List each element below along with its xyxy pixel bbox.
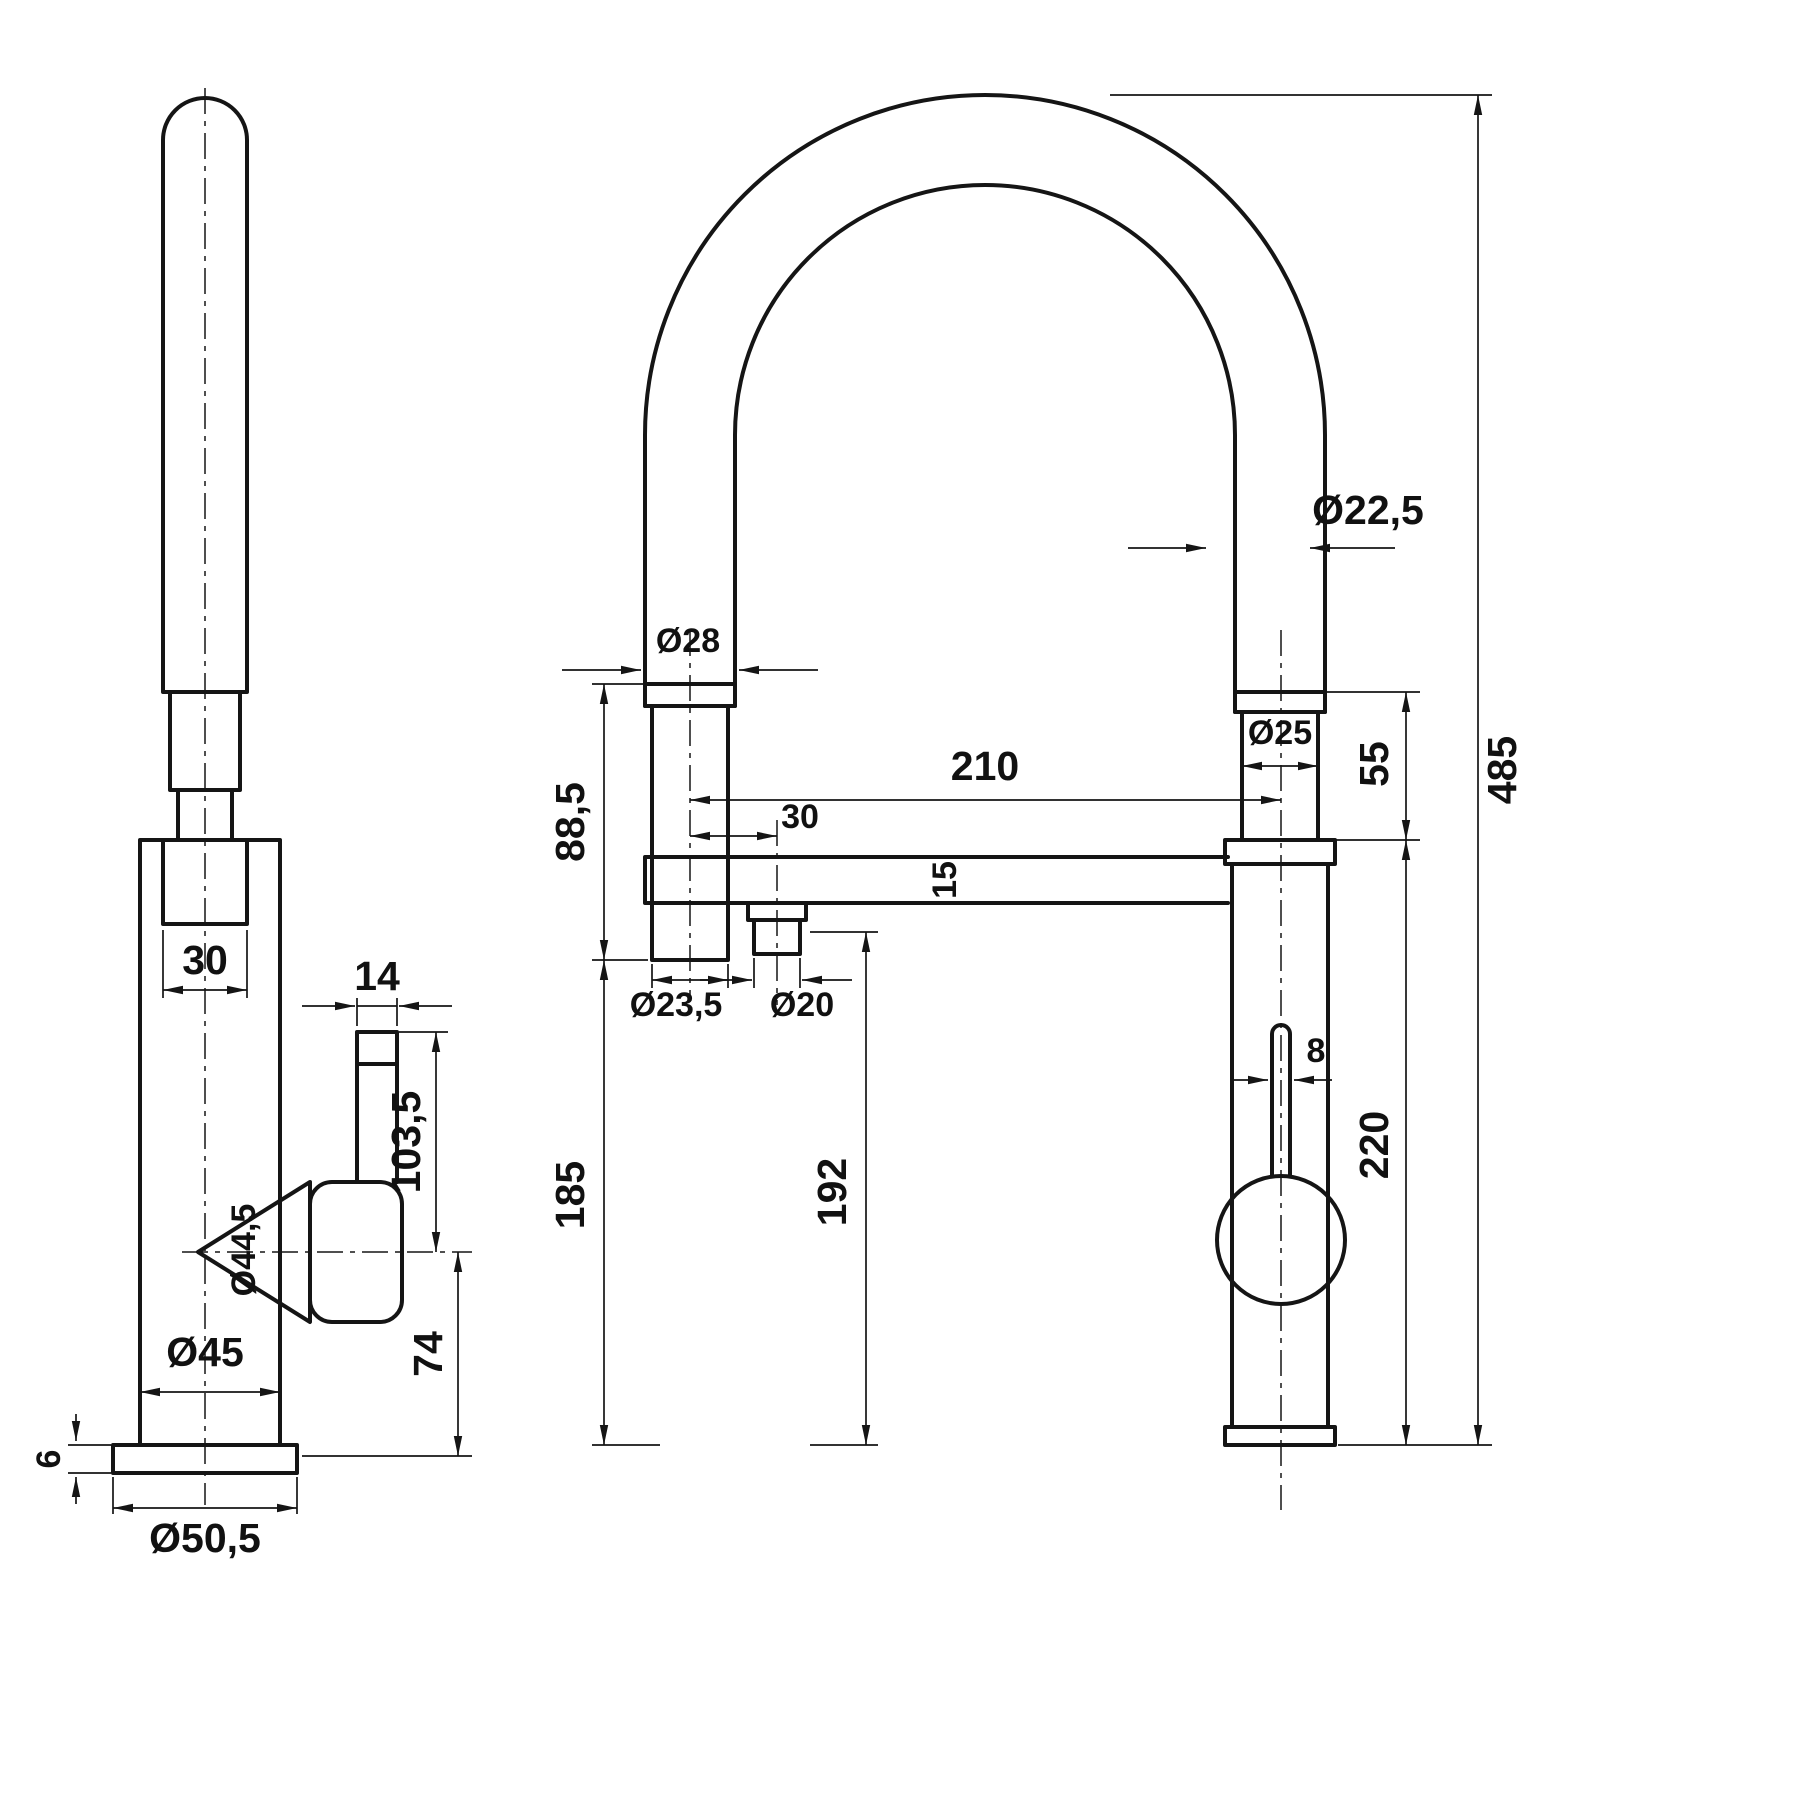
dim-pipe-joint-dia-label: Ø28 — [656, 622, 720, 660]
label-cartridge-dia: Ø44,5 — [225, 1204, 263, 1297]
dim-spout-pipe-dia: Ø25 — [1242, 714, 1318, 771]
dim-outlet-dia: Ø20 — [700, 958, 852, 1024]
label-bracket-thickness: 15 — [926, 861, 964, 899]
hose-arc-outline — [643, 93, 1327, 714]
front-base-outline — [1223, 1425, 1337, 1447]
side-lever-outline — [355, 1030, 399, 1184]
dim-lever-width-label: 14 — [354, 953, 400, 999]
centerlines — [182, 88, 1282, 1510]
outlet-stub-outline — [746, 901, 808, 956]
dim-base-dia: Ø50,5 — [112, 1477, 298, 1561]
right-pipe-outline — [1233, 690, 1327, 842]
dim-cartridge-dia-label: Ø44,5 — [225, 1204, 263, 1297]
handle-stem-outline — [1270, 1023, 1292, 1178]
dim-pipe-joint-dia: Ø28 — [562, 622, 818, 675]
side-view-dimensions: 30 14 103,5 Ø44,5 Ø45 — [30, 930, 472, 1561]
dim-total-height: 485 — [1110, 94, 1525, 1446]
dim-body-dia-label: Ø45 — [166, 1329, 244, 1375]
dim-upper-height: 88,5 — [547, 683, 648, 961]
dim-base-height: 6 — [30, 1414, 111, 1504]
dim-outlet-height: 192 — [809, 931, 878, 1446]
dim-hose-pipe-dia: Ø23,5 — [630, 964, 729, 1024]
dim-body-height-label: 220 — [1351, 1111, 1397, 1179]
dim-base-dia-label: Ø50,5 — [149, 1515, 261, 1561]
dim-hose-dia-label: Ø22,5 — [1312, 487, 1424, 533]
dim-bracket-thickness-label: 15 — [926, 861, 964, 899]
dim-lower-height: 185 — [547, 960, 660, 1446]
handle-ball-outline — [1215, 1174, 1347, 1306]
front-body-outline — [1223, 838, 1337, 1429]
front-view-dimensions: Ø22,5 Ø28 88,5 210 30 — [547, 94, 1525, 1446]
bracket-outline — [643, 855, 1230, 905]
dim-joint-height: 55 — [1325, 691, 1420, 841]
dim-joint-height-label: 55 — [1351, 741, 1397, 787]
dim-base-height-label: 6 — [30, 1450, 68, 1469]
left-pipe-outline — [643, 682, 737, 962]
front-view-outline — [643, 93, 1347, 1447]
dim-offset-label: 74 — [405, 1331, 451, 1377]
front-view: Ø22,5 Ø28 88,5 210 30 — [547, 93, 1525, 1447]
side-cartridge-cone-outline — [196, 1180, 312, 1324]
dim-upper-height-label: 88,5 — [547, 782, 593, 862]
dim-body-dia: Ø45 — [140, 1329, 280, 1397]
dim-reach: 210 — [690, 743, 1281, 805]
dim-spout-pipe-dia-label: Ø25 — [1248, 714, 1312, 752]
side-view-outline — [111, 96, 404, 1475]
dim-outlet-dia-label: Ø20 — [770, 986, 834, 1024]
spout-pipe-outline — [161, 96, 249, 694]
dim-outlet-offset-label: 30 — [781, 798, 819, 836]
dim-stem-width: 8 — [1234, 1032, 1332, 1085]
dim-lever-width: 14 — [302, 953, 452, 1026]
dim-offset: 74 — [302, 1252, 472, 1457]
dim-body-height: 220 — [1351, 840, 1411, 1445]
dim-outlet-offset: 30 — [690, 798, 819, 841]
dim-mount-width-label: 30 — [182, 937, 228, 983]
side-view: 30 14 103,5 Ø44,5 Ø45 — [30, 96, 472, 1561]
dim-outlet-height-label: 192 — [809, 1158, 855, 1226]
dim-total-height-label: 485 — [1479, 736, 1525, 804]
dim-lever-length: 103,5 — [383, 1031, 448, 1252]
side-base-outline — [111, 1443, 299, 1475]
spout-sleeve-outline — [168, 690, 242, 842]
dim-hose-pipe-dia-label: Ø23,5 — [630, 986, 723, 1024]
dim-reach-label: 210 — [951, 743, 1019, 789]
side-body-outline — [138, 838, 282, 1447]
dim-hose-dia: Ø22,5 — [1128, 487, 1424, 553]
dim-lever-length-label: 103,5 — [383, 1091, 429, 1194]
dim-stem-width-label: 8 — [1307, 1032, 1326, 1070]
dim-mount-width: 30 — [162, 930, 248, 998]
dim-lower-height-label: 185 — [547, 1161, 593, 1229]
